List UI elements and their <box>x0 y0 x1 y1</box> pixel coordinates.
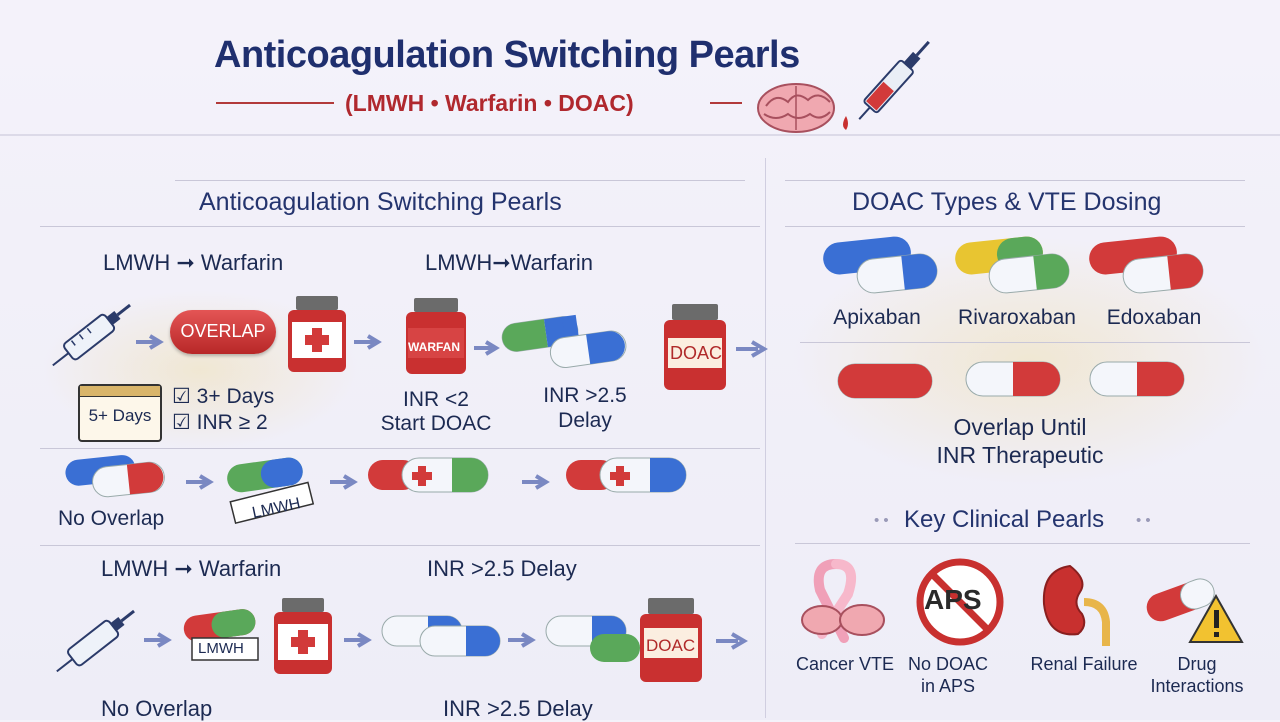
pearls-dots-right: • • <box>1136 512 1151 529</box>
cross-capsule-icon <box>368 457 489 493</box>
brain-icon <box>757 83 835 133</box>
warfarin-bottle-icon <box>406 298 466 374</box>
arrow-icon <box>136 334 164 350</box>
lmwh-syringe-icon-2 <box>56 609 135 673</box>
cross-capsule-icon-2 <box>566 457 687 493</box>
medicine-bottle-icon-2 <box>274 598 332 674</box>
right-heading-rule-top <box>785 180 1245 181</box>
row3-lmwh-label: LMWH <box>198 640 244 657</box>
pearl-no-doac-line1: No DOAC <box>907 654 989 674</box>
lmwh-capsule-icon <box>183 609 259 661</box>
left-heading-rule-bottom <box>40 226 760 227</box>
pearl-renal-failure: Renal Failure <box>1030 654 1138 674</box>
red-white-capsule-icon-2 <box>1089 361 1185 397</box>
doac-bottle-icon-2 <box>640 598 702 682</box>
edoxaban-capsule-icon <box>1089 236 1204 294</box>
red-capsule-icon <box>837 363 933 399</box>
pearl-drug-line2: Interactions <box>1150 676 1244 696</box>
overlap-until-line1: Overlap Until <box>953 414 1087 440</box>
row3-caption-a: No Overlap <box>101 696 213 721</box>
arrow-icon <box>144 632 172 648</box>
check-three-days: ☑ 3+ Days <box>172 385 275 408</box>
check-inr-2: ☑ INR ≥ 2 <box>172 411 268 434</box>
row1-rule <box>40 448 760 449</box>
doac-name-apixaban: Apixaban <box>833 306 921 329</box>
doac-name-rivaroxaban: Rivaroxaban <box>958 306 1076 329</box>
inr-lt2-line2: Start DOAC <box>380 412 492 435</box>
arrow-icon <box>344 632 372 648</box>
arrow-icon <box>330 474 358 490</box>
green-capsule-pair-icon <box>545 615 640 662</box>
arrow-icon <box>474 340 500 356</box>
row2-no-overlap: No Overlap <box>58 507 165 530</box>
subtitle-rule-left <box>216 102 334 104</box>
inr-gt-line2: Delay <box>558 409 612 432</box>
column-divider <box>765 158 766 718</box>
doac-rule <box>800 342 1250 343</box>
syringe-icon <box>843 40 930 130</box>
pearls-rule <box>795 543 1250 544</box>
pearl-cancer-vte: Cancer VTE <box>795 654 895 674</box>
right-section-heading: DOAC Types & VTE Dosing <box>852 188 1162 216</box>
row3-label-a: LMWH ➞ Warfarin <box>101 556 282 581</box>
left-heading-rule-top <box>175 180 745 181</box>
arrow-icon <box>354 334 382 350</box>
calendar-text: 5+ Days <box>88 406 152 425</box>
arrow-icon <box>716 632 748 650</box>
apixaban-capsule-icon <box>823 236 938 294</box>
aps-badge: APS <box>924 584 982 615</box>
overlap-until-line2: INR Therapeutic <box>936 442 1104 468</box>
drug-interaction-icon <box>1146 578 1244 643</box>
capsule-icon <box>65 455 165 498</box>
pearls-heading: Key Clinical Pearls <box>904 506 1105 533</box>
lmwh-syringe-icon <box>52 303 131 367</box>
page-title: Anticoagulation Switching Pearls <box>214 34 800 76</box>
pearl-drug-line1: Drug <box>1177 654 1217 674</box>
pearls-dots-left: • • <box>874 512 889 529</box>
row3-caption-b: INR >2.5 Delay <box>443 696 593 721</box>
doac-bottle-label: DOAC <box>670 343 723 363</box>
lmwh-wrapped-capsule-icon <box>227 457 315 525</box>
right-heading-rule-bottom <box>785 226 1245 227</box>
no-aps-icon <box>916 558 1004 646</box>
left-section-heading: Anticoagulation Switching Pearls <box>199 188 562 216</box>
page-subtitle: (LMWH • Warfarin • DOAC) <box>345 90 634 116</box>
kidney-icon <box>1042 564 1110 646</box>
calendar-icon: 5+ Days <box>78 384 162 442</box>
overlap-pill-label: OVERLAP <box>180 321 266 341</box>
row2-rule <box>40 545 760 546</box>
blue-capsule-pair-icon <box>381 615 501 657</box>
doac-bottle-label-2: DOAC <box>646 636 696 655</box>
inr-lt2-line1: INR <2 <box>403 388 469 411</box>
rivaroxaban-capsule-icon <box>955 236 1070 294</box>
row3-label-b: INR >2.5 Delay <box>427 556 577 581</box>
subtitle-rule-right <box>710 102 742 104</box>
capsule-pair-icon <box>501 314 627 368</box>
arrow-icon <box>508 632 536 648</box>
pearl-no-doac-line2: in APS <box>920 676 976 696</box>
arrow-icon <box>186 474 214 490</box>
arrow-icon <box>522 474 550 490</box>
arrow-icon <box>736 340 768 358</box>
red-white-capsule-icon <box>965 361 1061 397</box>
overlap-pill: OVERLAP <box>170 310 276 354</box>
warfarin-bottle-label: WARFAN <box>408 340 460 354</box>
header-divider <box>0 134 1280 136</box>
medicine-bottle-icon <box>288 296 346 372</box>
inr-gt-line1: INR >2.5 <box>543 384 627 407</box>
doac-name-edoxaban: Edoxaban <box>1106 306 1202 329</box>
row1-label-a: LMWH ➞ Warfarin <box>103 250 284 275</box>
doac-bottle-icon <box>664 304 726 390</box>
row1-label-b: LMWH➞Warfarin <box>425 250 593 275</box>
cancer-ribbon-icon <box>801 559 885 643</box>
